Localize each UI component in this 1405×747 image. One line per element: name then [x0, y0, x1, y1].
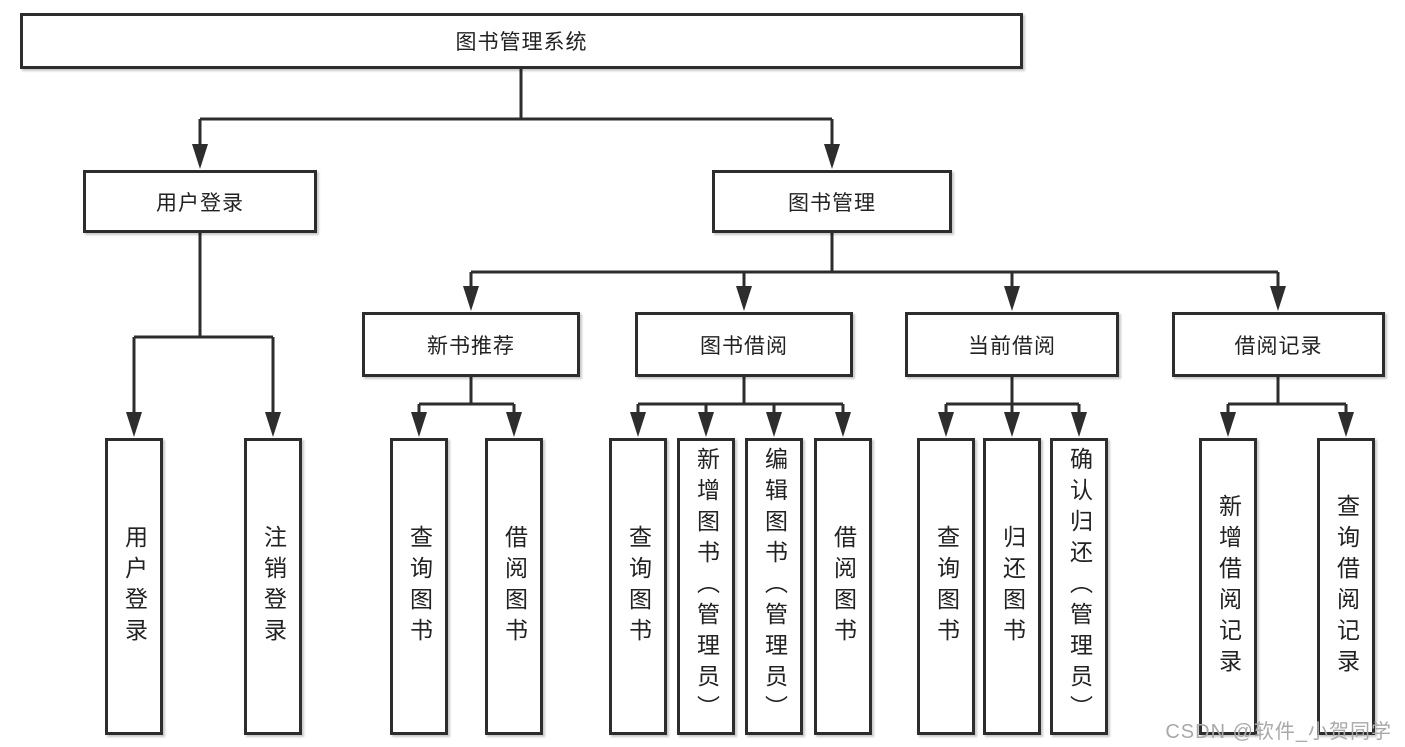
leaf-cb-query-books: 查询图书: [917, 438, 975, 735]
leaf-label: 查询借阅记录: [1333, 493, 1360, 680]
leaf-logout: 注销登录: [244, 438, 302, 735]
leaf-label: 编辑图书（管理员）: [761, 447, 788, 726]
node-user-login: 用户登录: [83, 170, 317, 233]
leaf-label: 用户登录: [121, 524, 148, 649]
leaf-bb-borrow-books: 借阅图书: [814, 438, 872, 735]
leaf-label: 查询图书: [406, 524, 433, 649]
csdn-watermark: CSDN @软件_小贺同学: [1165, 721, 1392, 743]
node-label: 借阅记录: [1234, 334, 1323, 358]
node-label: 当前借阅: [968, 334, 1056, 358]
node-label: 用户登录: [156, 191, 244, 215]
node-label: 新书推荐: [427, 334, 515, 358]
leaf-user-login: 用户登录: [105, 438, 163, 735]
leaf-nb-query-books: 查询图书: [390, 438, 448, 735]
leaf-label: 查询图书: [625, 524, 652, 649]
node-label: 图书借阅: [700, 334, 788, 358]
leaf-br-query-borrow-record: 查询借阅记录: [1317, 438, 1375, 735]
leaf-br-add-borrow-record: 新增借阅记录: [1199, 438, 1257, 735]
leaf-bb-query-books: 查询图书: [609, 438, 667, 735]
leaf-label: 查询图书: [933, 524, 960, 649]
leaf-cb-return-books: 归还图书: [983, 438, 1041, 735]
leaf-bb-edit-book-admin: 编辑图书（管理员）: [745, 438, 803, 735]
node-library-management-system: 图书管理系统: [20, 13, 1023, 69]
leaf-label: 注销登录: [260, 524, 287, 649]
node-book-borrow: 图书借阅: [635, 312, 853, 377]
node-label: 图书管理系统: [455, 31, 588, 54]
node-new-book-recommend: 新书推荐: [362, 312, 580, 377]
node-borrow-records: 借阅记录: [1172, 312, 1385, 377]
leaf-label: 新增图书（管理员）: [693, 447, 720, 726]
leaf-cb-confirm-return-admin: 确认归还（管理员）: [1050, 438, 1108, 735]
node-book-management: 图书管理: [712, 170, 952, 233]
leaf-label: 新增借阅记录: [1215, 493, 1242, 680]
leaf-label: 借阅图书: [830, 524, 857, 649]
leaf-nb-borrow-books: 借阅图书: [485, 438, 543, 735]
leaf-bb-add-book-admin: 新增图书（管理员）: [677, 438, 735, 735]
node-current-borrow: 当前借阅: [905, 312, 1119, 377]
leaf-label: 借阅图书: [501, 524, 528, 649]
leaf-label: 归还图书: [999, 524, 1026, 649]
node-label: 图书管理: [788, 191, 876, 215]
leaf-label: 确认归还（管理员）: [1066, 447, 1093, 726]
